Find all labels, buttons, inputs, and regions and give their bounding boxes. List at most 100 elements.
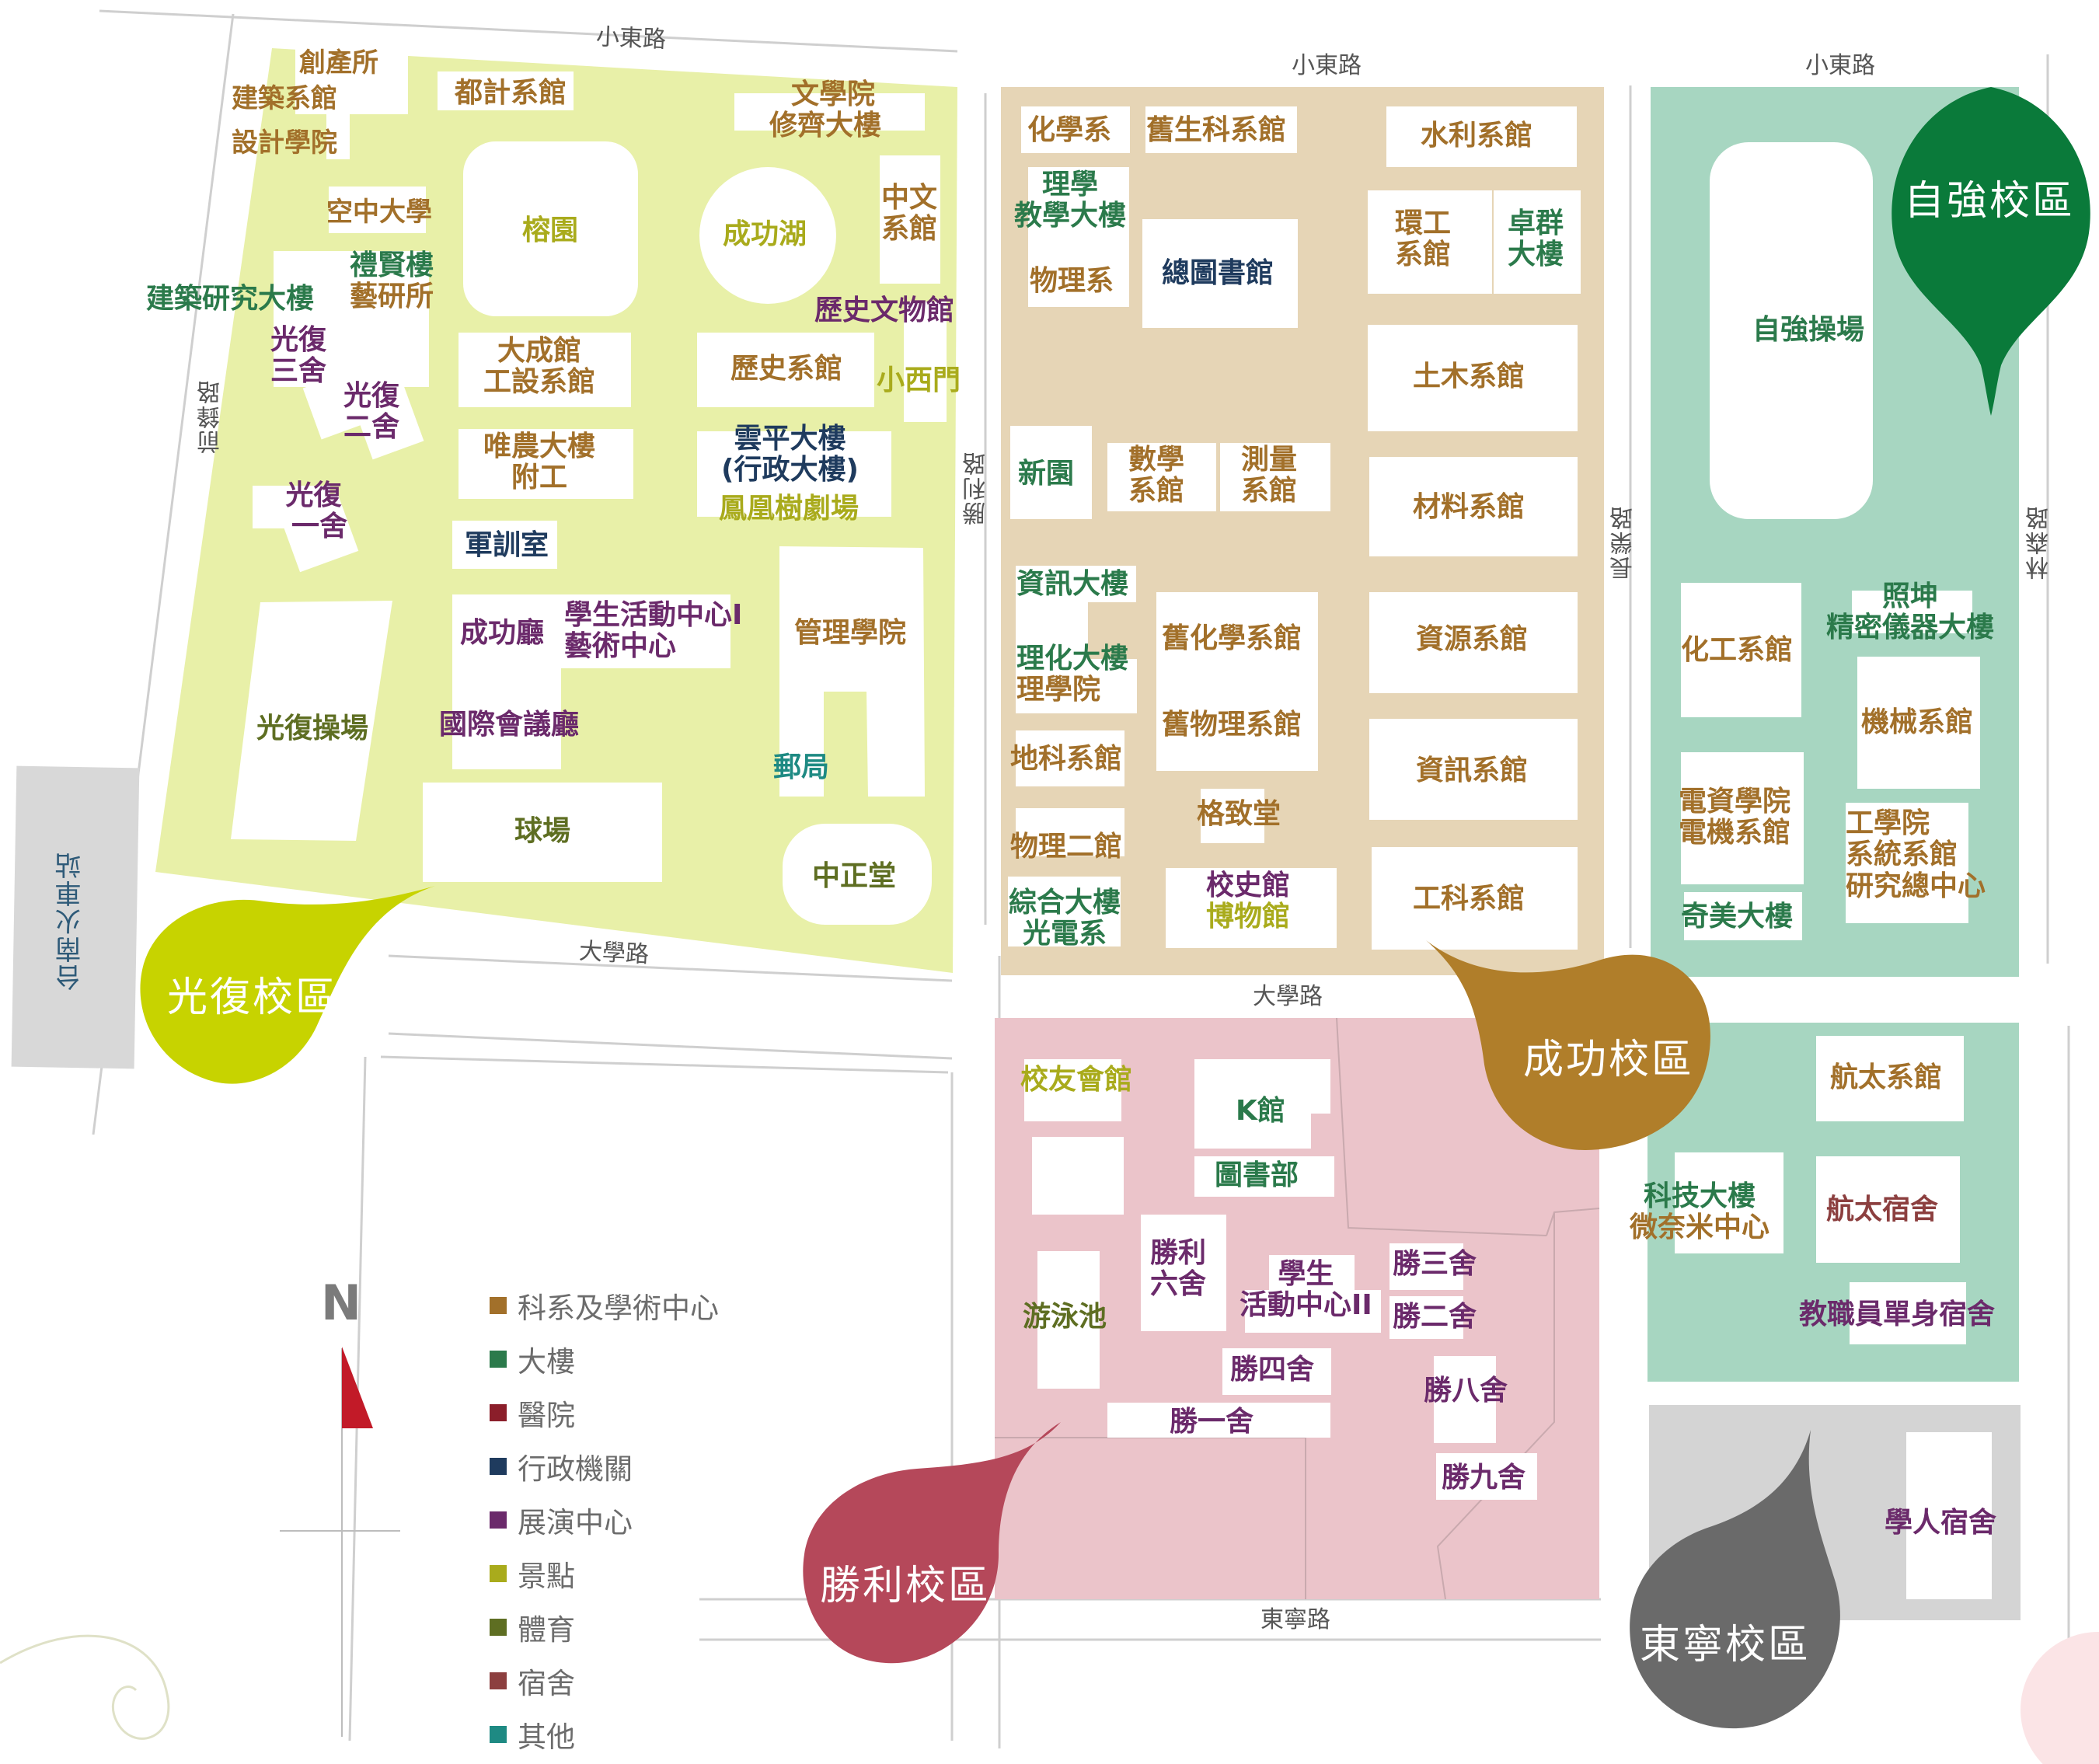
label-chuangchan[interactable]: 創產所 [299,47,378,78]
campus-label-chenggong[interactable]: 成功校區 [1523,1037,1695,1083]
label-sheng4[interactable]: 勝四舍 [1230,1354,1315,1386]
label-huagong[interactable]: 化工系館 [1681,634,1794,666]
label-sl6[interactable]: 勝利 六舍 [1150,1237,1207,1301]
label-jiuhuaxue[interactable]: 舊化學系館 [1162,622,1302,654]
label-gezhi[interactable]: 格致堂 [1197,798,1281,830]
label-sheng1[interactable]: 勝一舍 [1170,1406,1254,1438]
label-qiuchang[interactable]: 球場 [514,815,571,847]
label-zixunxi[interactable]: 資訊系館 [1416,755,1529,786]
label-gf1-line1: 光復 [285,479,342,511]
guangfu-buildings [231,48,947,925]
label-yunping[interactable]: 雲平大樓 (行政大樓) [721,423,859,486]
label-ziqiangcaochang[interactable]: 自強操場 [1752,314,1865,346]
label-dianzi-line1: 電資學院 [1679,786,1791,818]
label-celiang[interactable]: 測量 系館 [1241,444,1297,507]
label-guojihuiyi[interactable]: 國際會議廳 [439,709,580,741]
label-chenggongting[interactable]: 成功廳 [460,617,545,649]
label-jiuwuli[interactable]: 舊物理系館 [1162,709,1302,741]
label-sheng3[interactable]: 勝三舍 [1393,1248,1477,1280]
label-tumu[interactable]: 土木系館 [1413,361,1525,392]
label-sheng2[interactable]: 勝二舍 [1393,1301,1477,1333]
label-dike[interactable]: 地科系館 [1010,743,1123,775]
label-jiaozhiyuan[interactable]: 教職員單身宿舍 [1799,1299,1996,1330]
label-zhaokun[interactable]: 照坤 精密儀器大樓 [1826,580,1994,644]
label-kongzhong[interactable]: 空中大學 [326,197,432,228]
label-xiaoyou[interactable]: 校友會館 [1020,1064,1133,1096]
label-hangtai[interactable]: 航太系館 [1830,1062,1943,1093]
campus-label-ziqiang[interactable]: 自強校區 [1904,178,2076,225]
label-dianzi[interactable]: 電資學院 電機系館 [1679,786,1790,849]
label-huangong[interactable]: 環工 系館 [1395,207,1451,271]
label-zhuoqun[interactable]: 卓群 大樓 [1508,207,1564,271]
label-youyongchi[interactable]: 游泳池 [1023,1301,1107,1333]
label-zhongwen[interactable]: 中文 系館 [881,182,937,246]
label-gongke[interactable]: 工科系館 [1413,883,1525,915]
label-zonghe-line2: 光電系 [1023,918,1107,950]
legend-item: 展演中心 [490,1493,719,1546]
label-dacheng[interactable]: 大成館 工設系館 [483,335,595,399]
label-lihua[interactable]: 理化大樓 理學院 [1016,643,1128,706]
label-gf3[interactable]: 光復 三舍 [270,324,326,388]
compass [280,1347,400,1737]
campus-label-dongning[interactable]: 東寧校區 [1640,1622,1811,1668]
label-wenxueyuan[interactable]: 文學院 修齊大樓 [769,78,881,142]
label-xueren[interactable]: 學人宿舍 [1885,1507,1997,1539]
label-xiaoshi-bowu[interactable]: 校史館 博物館 [1206,870,1290,933]
label-qimei[interactable]: 奇美大樓 [1681,901,1794,933]
label-ziyuan[interactable]: 資源系館 [1416,623,1529,655]
label-keji[interactable]: 科技大樓 微奈米中心 [1630,1180,1770,1244]
label-zhongzheng[interactable]: 中正堂 [812,860,897,892]
label-zonghe-guangdian[interactable]: 綜合大樓 光電系 [1009,887,1121,950]
label-tushubu[interactable]: 圖書部 [1215,1159,1299,1191]
label-shuili[interactable]: 水利系館 [1421,120,1533,152]
label-huaxue[interactable]: 化學系 [1027,114,1112,146]
label-keji-line2: 微奈米中心 [1630,1211,1770,1244]
label-guanli[interactable]: 管理學院 [794,617,907,649]
legend-label: 大樓 [518,1344,575,1379]
label-jianyan[interactable]: 建築研究大樓 [146,283,315,315]
label-weinong[interactable]: 唯農大樓 附工 [483,431,595,494]
label-jiushengke[interactable]: 舊生科系館 [1146,114,1287,146]
label-xuesheng2[interactable]: 學生 活動中心II [1240,1258,1372,1322]
label-junxun[interactable]: 軍訓室 [465,529,549,561]
label-lixian[interactable]: 禮賢樓 藝研所 [350,249,434,313]
label-guangfucaochang[interactable]: 光復操場 [256,713,369,744]
label-youju[interactable]: 郵局 [773,751,830,783]
label-xinyuan[interactable]: 新園 [1018,458,1075,490]
label-lishiwenwu[interactable]: 歷史文物館 [814,295,955,326]
label-sheng8[interactable]: 勝八舍 [1424,1375,1508,1407]
label-hangtaisushe[interactable]: 航太宿舍 [1826,1194,1939,1225]
label-jianzhu-dept[interactable]: 建築系館 [232,83,337,114]
label-lixue-jiaoxue[interactable]: 理學 教學大樓 [1014,169,1126,232]
label-shuxue[interactable]: 數學 系館 [1128,444,1184,507]
campus-label-shengli[interactable]: 勝利校區 [820,1563,992,1609]
label-zongtu[interactable]: 總圖書館 [1162,257,1274,289]
label-rongyuan[interactable]: 榕園 [522,214,579,246]
label-zixundalou[interactable]: 資訊大樓 [1016,568,1129,600]
label-lishixi[interactable]: 歷史系館 [730,353,843,385]
label-sl6-line1: 勝利 [1150,1237,1207,1269]
label-jixie[interactable]: 機械系館 [1861,706,1974,738]
label-sheng9[interactable]: 勝九舍 [1442,1462,1526,1494]
legend-item: 科系及學術中心 [490,1278,719,1332]
label-xiaoximen[interactable]: 小西門 [877,364,961,396]
label-fenghuang[interactable]: 鳳凰樹劇場 [719,493,859,525]
label-weinong-line2: 附工 [511,462,568,494]
label-gf1[interactable]: 光復 一舍 [280,479,348,543]
legend-item: 宿舍 [490,1654,719,1707]
label-wulier[interactable]: 物理二館 [1010,831,1123,863]
label-chenggonghu[interactable]: 成功湖 [723,218,807,250]
label-gongxueyuan[interactable]: 工學院 系統系館 研究總中心 [1846,807,1986,902]
label-sheji[interactable]: 設計學院 [232,127,337,159]
label-duji[interactable]: 都計系館 [455,77,567,109]
label-kguan[interactable]: K館 [1236,1095,1285,1127]
label-celiang-line2: 系館 [1241,475,1298,507]
label-gf2[interactable]: 光復 二舍 [343,380,399,444]
label-xuesheng1[interactable]: 學生活動中心I 藝術中心 [564,599,742,663]
label-wuli[interactable]: 物理系 [1030,265,1114,297]
campus-label-guangfu[interactable]: 光復校區 [167,974,339,1021]
label-cailiao[interactable]: 材料系館 [1413,491,1525,523]
legend-label: 宿舍 [518,1666,575,1700]
station-area [11,765,140,1069]
ziqiang-buildings [1675,142,1992,1599]
